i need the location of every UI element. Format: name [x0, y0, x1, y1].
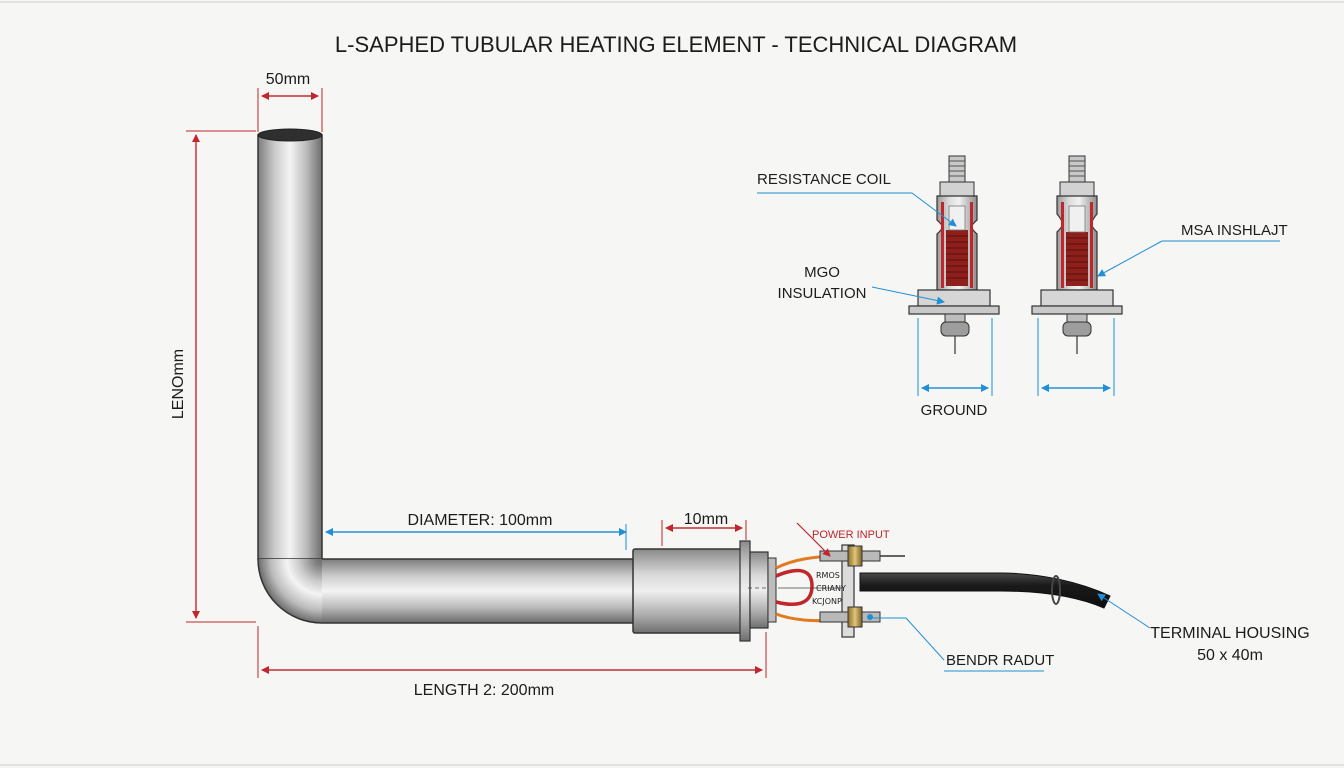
terminal-nut-top — [847, 545, 863, 567]
l-tube — [257, 128, 642, 624]
mgo-label-line1: MGO — [804, 264, 840, 281]
red-wire-loop — [775, 568, 814, 607]
vertical-tube — [257, 134, 323, 560]
terminal-tiny-2: CRIANY — [816, 584, 846, 593]
tube-open-end — [257, 128, 323, 142]
cross-section-right — [1031, 155, 1123, 354]
terminal-block: RMOS CRIANY KCJONP — [775, 544, 905, 638]
dim-sheath-length: 10mm — [684, 511, 728, 528]
msa-inshlat-label: MSA INSHLAJT — [1181, 222, 1288, 239]
terminal-tiny-1: RMOS — [816, 571, 840, 580]
mgo-label-line2: INSULATION — [778, 285, 867, 302]
dim-vertical-length: LENOmm — [170, 349, 187, 419]
terminal-tiny-3: KCJONP — [812, 597, 842, 606]
terminal-sleeve — [632, 540, 777, 642]
power-cable — [859, 572, 1111, 609]
terminal-housing-label: TERMINAL HOUSING — [1150, 625, 1309, 642]
sleeve-flange — [739, 540, 751, 642]
terminal-nut-bottom — [847, 606, 863, 628]
diagram-title: L-SAPHED TUBULAR HEATING ELEMENT - TECHN… — [335, 32, 1017, 57]
terminal-housing-size: 50 x 40m — [1197, 647, 1263, 664]
resistance-coil-label: RESISTANCE COIL — [757, 171, 891, 188]
cross-section-left — [908, 155, 1000, 354]
dim-top-width: 50mm — [266, 71, 310, 88]
tube-bend — [258, 559, 322, 623]
dim-diameter: DIAMETER: 100mm — [408, 512, 553, 529]
power-input-callout: POWER INPUT — [796, 522, 890, 557]
bend-radius-callout: BENDR RADUT — [868, 617, 1054, 672]
bend-radius-label: BENDR RADUT — [946, 652, 1054, 669]
power-input-label: POWER INPUT — [812, 529, 890, 541]
dim-length-2: LENGTH 2: 200mm — [414, 682, 554, 699]
dimensions: 50mm LENOmm 10mm LENGTH 2: 200mm — [170, 71, 767, 699]
ground-label: GROUND — [921, 402, 988, 419]
horizontal-tube — [322, 559, 642, 623]
terminal-housing-callout: TERMINAL HOUSING 50 x 40m — [1097, 593, 1310, 664]
cable-ring — [1051, 575, 1061, 605]
detail-dimensions: GROUND — [917, 318, 1115, 419]
detail-callouts: RESISTANCE COIL MGO INSULATION MSA INSHL… — [757, 171, 1288, 305]
diameter-dimension: DIAMETER: 100mm — [325, 512, 627, 550]
